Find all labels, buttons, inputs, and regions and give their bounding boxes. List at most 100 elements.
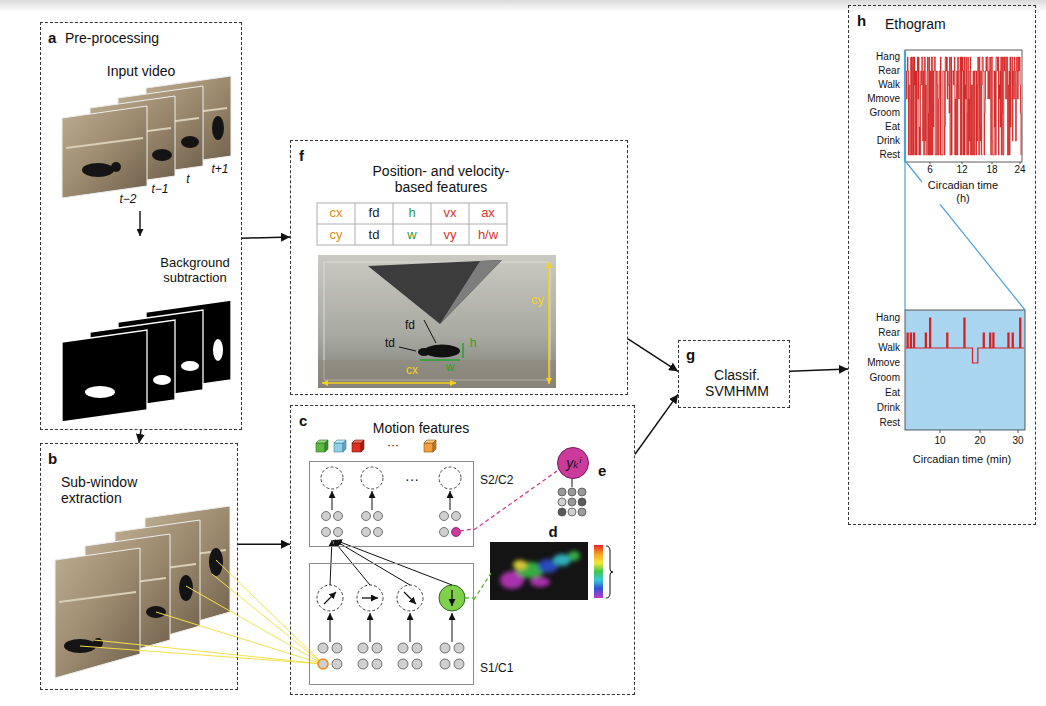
subwindow-rays xyxy=(212,574,323,664)
foreground-masks xyxy=(62,300,231,422)
foreground-masks xyxy=(85,386,115,398)
feature-cubes xyxy=(343,440,346,452)
s1-units xyxy=(357,585,383,611)
ethogram-charts xyxy=(905,50,1025,433)
panel-box: hEthogram xyxy=(848,5,1036,525)
video-frames xyxy=(111,162,121,172)
ethogram-charts xyxy=(980,430,981,433)
s1-units xyxy=(397,585,423,611)
ethogram-charts xyxy=(904,162,905,310)
behavior-label: Drink xyxy=(876,402,901,414)
cage-photo xyxy=(368,260,502,324)
axis-tick: 20 xyxy=(973,435,986,447)
s1-units xyxy=(335,540,452,585)
subwindow-rays xyxy=(80,646,323,664)
axis-tick: 24 xyxy=(1013,164,1026,176)
table-cell: cy xyxy=(330,228,343,243)
e-inputs xyxy=(568,508,576,516)
panel-letter: e xyxy=(598,462,606,479)
s2-units xyxy=(460,529,473,531)
cage-photo xyxy=(548,262,550,384)
frame-time: t−1 xyxy=(151,183,168,197)
cage-photo xyxy=(318,360,556,388)
axis-tick: 18 xyxy=(985,164,998,176)
feature-cubes xyxy=(316,440,436,452)
behavior-label: Eat xyxy=(884,387,901,399)
cage-photo xyxy=(424,320,436,343)
flow-arrow xyxy=(628,339,678,371)
panel-title: Motion features xyxy=(373,420,470,436)
e-inputs xyxy=(558,488,566,496)
top-bar xyxy=(0,0,1046,12)
panel-box: gClassif. SVMHMM xyxy=(678,340,790,408)
ethogram-charts xyxy=(905,310,1025,430)
s1-units xyxy=(318,643,328,653)
behavior-label: Mmove xyxy=(866,357,901,369)
s1-units xyxy=(454,643,464,653)
flow-image xyxy=(490,542,588,600)
video-frames xyxy=(62,76,231,198)
cage-photo xyxy=(462,343,464,358)
feature-label: w xyxy=(446,361,455,375)
s1-units xyxy=(318,659,328,669)
ethogram-trace xyxy=(906,57,1021,155)
panel-box: fPosition- and velocity-based features xyxy=(290,140,628,395)
panel-box: aPre-processingInput videoBackground sub… xyxy=(40,22,242,430)
s2-units xyxy=(362,512,371,521)
foreground-masks xyxy=(153,375,171,385)
ethogram-charts xyxy=(1020,162,1021,165)
dashed-link xyxy=(474,471,557,530)
ethogram-charts xyxy=(992,162,993,165)
behavior-label: Hang xyxy=(875,51,901,63)
panel-title: Pre-processing xyxy=(65,30,159,46)
e-inputs xyxy=(568,498,576,506)
s2-units xyxy=(452,528,461,537)
s1-units xyxy=(324,590,452,606)
feature-cubes xyxy=(316,443,325,452)
subwindow-frames xyxy=(55,548,140,678)
feature-label: cy xyxy=(531,293,544,308)
cage-photo xyxy=(418,348,430,356)
s1-units xyxy=(332,643,342,653)
video-frames xyxy=(181,136,199,148)
s1-units xyxy=(372,659,382,669)
s1-units xyxy=(440,659,450,669)
feature-table xyxy=(317,203,507,245)
behavior-label: Walk xyxy=(877,342,901,354)
behavior-label: Drink xyxy=(876,135,901,147)
ethogram-trace xyxy=(906,318,1024,363)
ethogram-trace xyxy=(906,57,1024,363)
table-cell: h xyxy=(408,206,415,221)
s2-units xyxy=(334,512,343,521)
behavior-label: Rear xyxy=(877,65,901,77)
feature-label: td xyxy=(385,337,395,351)
subwindow-rays xyxy=(94,640,323,664)
cage-photo xyxy=(322,382,456,384)
s2-units xyxy=(322,512,331,521)
e-inputs xyxy=(578,488,586,496)
subwindow-rays xyxy=(80,560,323,664)
frame-time: t−2 xyxy=(119,193,136,207)
behavior-label: Groom xyxy=(868,107,901,119)
s1-units xyxy=(362,597,378,598)
unit-circle: eyₖⁱ xyxy=(557,447,589,479)
panel-letter: b xyxy=(48,450,57,467)
dashed-link xyxy=(474,573,491,599)
e-inputs xyxy=(558,488,586,516)
s1-units xyxy=(398,643,408,653)
s2-units xyxy=(372,491,373,510)
s2-units xyxy=(321,467,343,489)
s1-units xyxy=(317,585,343,611)
s2-units xyxy=(450,491,451,510)
subwindow-frames xyxy=(59,592,136,602)
feature-table xyxy=(317,224,507,225)
s2-units xyxy=(332,491,450,510)
s1-units xyxy=(412,643,422,653)
ethogram-charts xyxy=(940,430,941,433)
s2-units xyxy=(362,528,371,537)
foreground-masks xyxy=(213,339,223,361)
e-inputs xyxy=(578,508,586,516)
ethogram-charts xyxy=(930,162,1020,433)
flow-arrow xyxy=(635,394,678,454)
s1-units xyxy=(370,613,371,642)
